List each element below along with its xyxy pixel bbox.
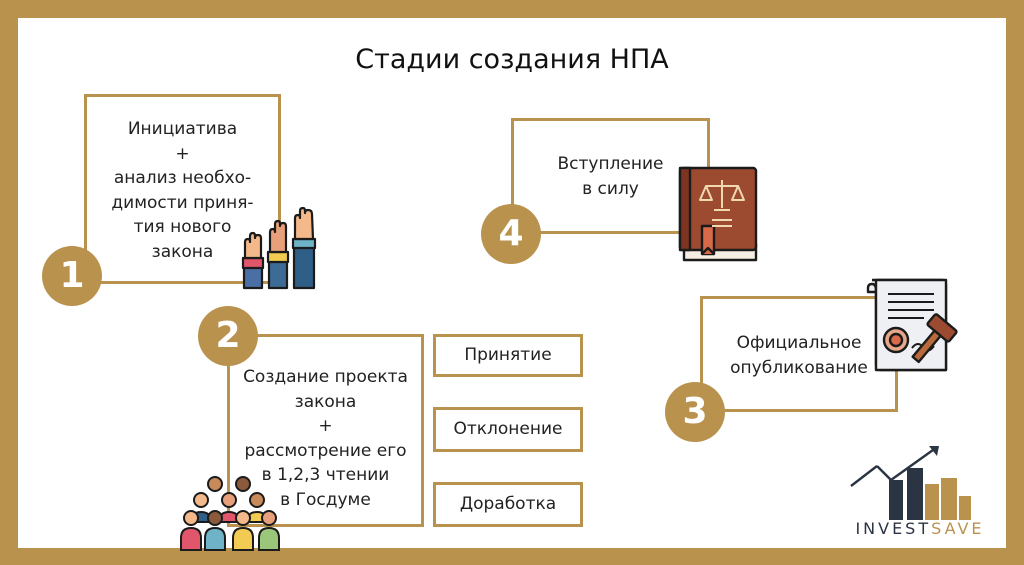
page-title: Стадии создания НПА <box>355 44 669 75</box>
stage-2-text: Создание проекта закона + рассмотрение е… <box>231 365 420 512</box>
outcome-rejected: Отклонение <box>433 407 583 452</box>
crowd-icon <box>180 476 280 551</box>
stage-4-number: 4 <box>481 204 541 264</box>
stage-1-number: 1 <box>42 246 102 306</box>
stage-2-line: в Госдуме <box>280 489 371 510</box>
stage-3-line: опубликование <box>730 357 868 378</box>
raised-hands-icon <box>241 206 317 290</box>
certificate-gavel-icon <box>866 278 958 372</box>
investsave-logo-icon <box>850 446 971 520</box>
stage-1-line: Инициатива <box>127 119 238 139</box>
logo-part-save: SAVE <box>931 519 985 538</box>
stage-3-box <box>700 296 898 412</box>
stage-2-number: 2 <box>198 306 258 366</box>
stage-3-text: Официальное опубликование <box>704 331 894 380</box>
stage-2-line: рассмотрение его <box>244 440 407 461</box>
stage-1-text: Инициатива + анализ необхо- димости прин… <box>94 117 271 264</box>
stage-1-line: закона <box>151 241 214 262</box>
stage-3-line: Официальное <box>736 333 862 353</box>
outcome-revision: Доработка <box>433 482 583 527</box>
stage-1-line: димости приня- <box>111 192 254 213</box>
stage-3-number: 3 <box>665 382 725 442</box>
logo-part-invest: INVEST <box>855 519 932 538</box>
outcome-accepted: Принятие <box>433 334 583 377</box>
stage-2-line: + <box>318 416 333 436</box>
stage-2-line: в 1,2,3 чтении <box>261 465 390 485</box>
stage-1-line: тия нового <box>133 217 232 237</box>
stage-1-line: + <box>175 143 190 164</box>
stage-4-box <box>511 118 710 234</box>
law-book-icon <box>678 166 758 262</box>
stage-2-line: закона <box>294 391 357 412</box>
stage-2-line: Создание проекта <box>243 367 408 387</box>
stage-1-line: анализ необхо- <box>113 168 252 188</box>
logo-text: INVESTSAVE <box>840 519 1000 538</box>
stage-4-line: Вступление <box>557 154 664 174</box>
stage-4-line: в силу <box>582 178 639 199</box>
stage-4-text: Вступление в силу <box>515 152 706 201</box>
